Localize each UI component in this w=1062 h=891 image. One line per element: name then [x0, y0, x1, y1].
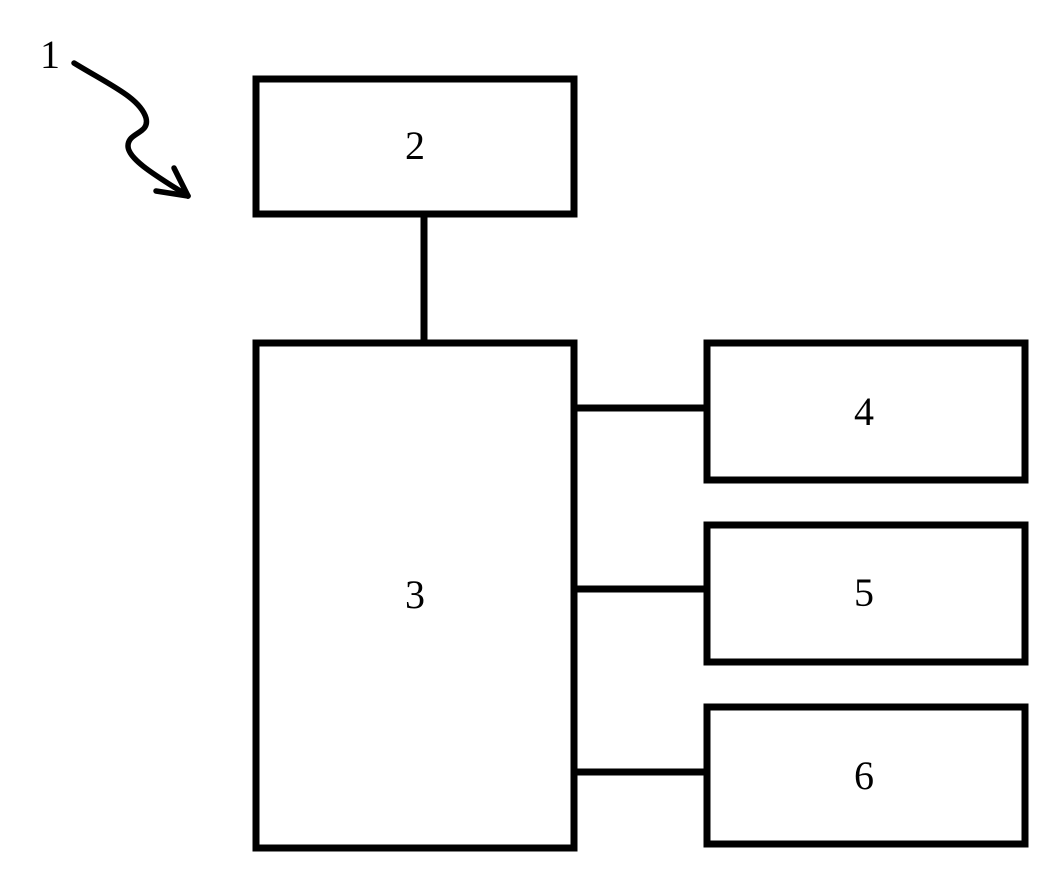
overall-system-reference: 1: [40, 32, 60, 77]
leader-arrowhead-barb-up: [171, 165, 191, 199]
block-3-label: 3: [405, 572, 425, 617]
block-4-label: 4: [854, 389, 874, 434]
block-5: [703, 521, 1029, 666]
block-2-label: 2: [405, 123, 425, 168]
block-6: [703, 703, 1029, 848]
block-4: [703, 339, 1029, 484]
curved-leader-arrow: [71, 60, 191, 199]
block-6-label: 6: [854, 753, 874, 798]
block-5-label: 5: [854, 570, 874, 615]
leader-arrowhead-barb-left: [153, 188, 191, 199]
block-3: [252, 339, 578, 852]
block-2: [252, 75, 578, 218]
